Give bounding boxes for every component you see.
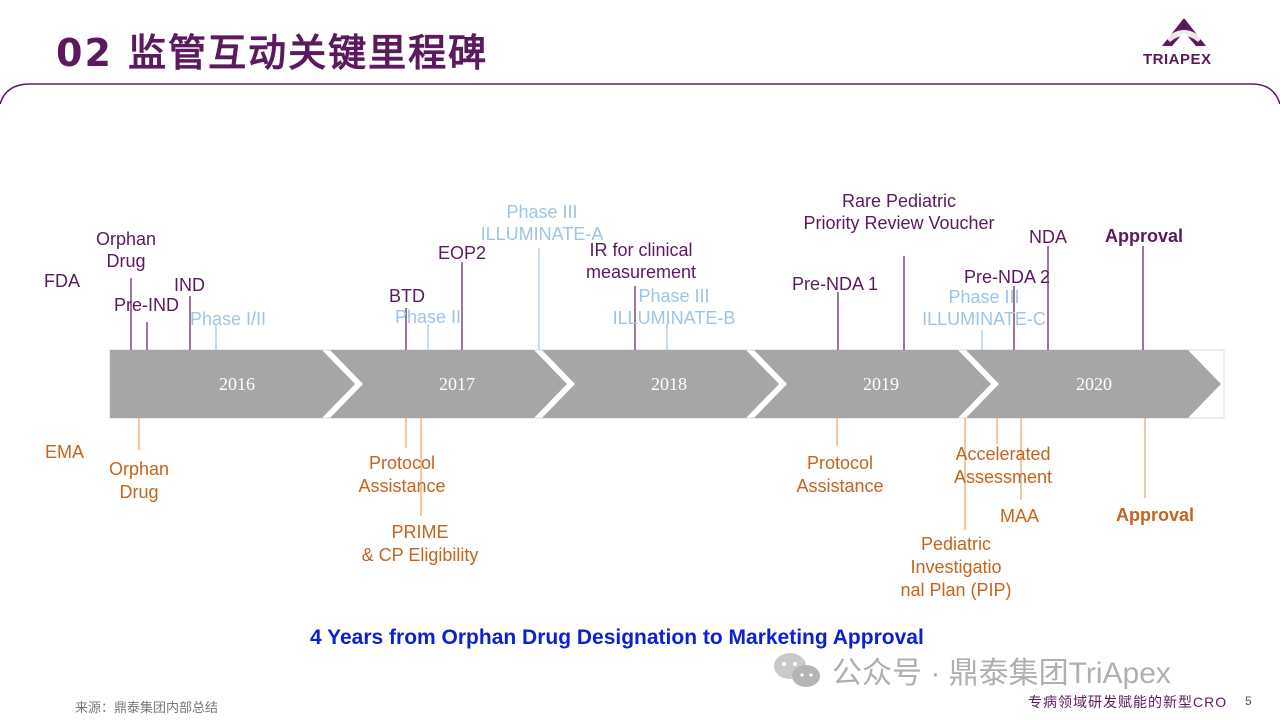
summary-tagline: 4 Years from Orphan Drug Designation to … xyxy=(310,626,924,649)
fda-phase3-b-label: Phase III ILLUMINATE-B xyxy=(612,286,736,328)
year-arrow-2020 xyxy=(966,350,1221,418)
fda-phase3-c-label: Phase III ILLUMINATE-C xyxy=(922,287,1046,329)
fda-nda-label: NDA xyxy=(1029,227,1068,247)
phase-connectors xyxy=(215,248,983,350)
fda-row-label: FDA xyxy=(44,271,80,291)
year-label-2016: 2016 xyxy=(219,374,255,394)
year-label-2020: 2020 xyxy=(1076,374,1112,394)
ema-connectors xyxy=(138,418,1146,530)
source-note: 来源：鼎泰集团内部总结 xyxy=(75,700,219,715)
ema-maa-label: MAA xyxy=(1000,506,1040,526)
triapex-logo-icon xyxy=(1162,18,1206,46)
fda-btd-label: BTD xyxy=(389,286,425,306)
ema-accelerated-assessment-label: Accelerated Assessment xyxy=(953,444,1053,487)
ema-prime-label: PRIME & CP Eligibility xyxy=(361,522,479,565)
page-number: 5 xyxy=(1245,694,1252,708)
year-arrow-2018 xyxy=(542,350,779,418)
year-arrow-2016 xyxy=(110,350,355,418)
year-arrow-2019 xyxy=(754,350,991,418)
ema-protocol-assistance-2-label: Protocol Assistance xyxy=(796,453,884,496)
year-label-2017: 2017 xyxy=(439,374,475,394)
ema-approval-label: Approval xyxy=(1116,505,1195,525)
year-arrow-2017 xyxy=(330,350,567,418)
fda-pre-nda-1-label: Pre-NDA 1 xyxy=(792,274,879,294)
ema-protocol-assistance-1-label: Protocol Assistance xyxy=(358,453,446,496)
fda-pre-nda-2-label: Pre-NDA 2 xyxy=(964,267,1051,287)
fda-phase-1-2-label: Phase I/II xyxy=(190,309,267,329)
logo-text: TRIAPEX xyxy=(1143,51,1212,68)
ema-pip-label: Pediatric Investigatio nal Plan (PIP) xyxy=(900,534,1012,600)
fda-connectors xyxy=(130,246,1144,350)
ema-orphan-drug-label: Orphan Drug xyxy=(108,459,170,502)
page-title: 02 监管互动关键里程碑 xyxy=(56,31,489,75)
fda-rpd-voucher-label: Rare Pediatric Priority Review Voucher xyxy=(803,191,995,233)
fda-approval-label: Approval xyxy=(1105,226,1184,246)
year-label-2018: 2018 xyxy=(651,374,687,394)
ema-row-label: EMA xyxy=(45,442,85,462)
watermark-text: 公众号 · 鼎泰集团TriApex xyxy=(832,657,1171,690)
fda-ir-clinical-label: IR for clinical measurement xyxy=(585,240,697,282)
footer-slogan: 专病领域研发赋能的新型CRO xyxy=(1028,694,1228,710)
wechat-icon xyxy=(774,653,820,687)
fda-ind-label: IND xyxy=(174,275,205,295)
fda-phase-2-label: Phase II xyxy=(395,307,462,327)
fda-eop2-label: EOP2 xyxy=(438,243,487,263)
fda-pre-ind-label: Pre-IND xyxy=(114,295,180,315)
year-label-2019: 2019 xyxy=(863,374,899,394)
fda-phase3-a-label: Phase III ILLUMINATE-A xyxy=(480,202,604,244)
fda-orphan-drug-label: Orphan Drug xyxy=(95,229,157,271)
